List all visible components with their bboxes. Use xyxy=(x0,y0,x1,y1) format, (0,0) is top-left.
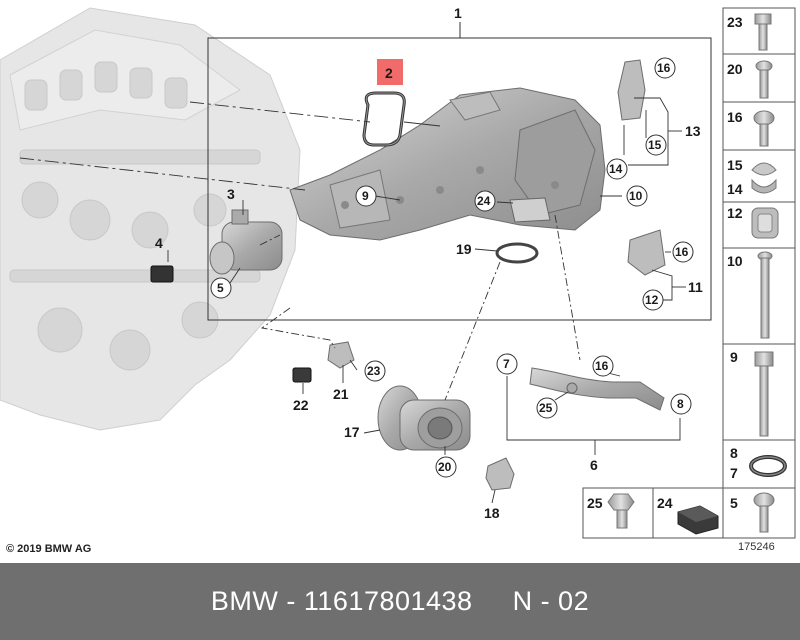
bolt-9-icon xyxy=(754,351,774,437)
label-17: 17 xyxy=(344,424,360,440)
label-10: 10 xyxy=(629,189,643,203)
side-label-24: 24 xyxy=(657,495,673,511)
label-18: 18 xyxy=(484,505,500,521)
label-21: 21 xyxy=(333,386,349,402)
label-2: 2 xyxy=(385,65,393,81)
label-16c: 16 xyxy=(595,359,609,373)
sensor-21-illustration xyxy=(327,341,355,369)
bolt-25-icon xyxy=(607,493,635,529)
label-23: 23 xyxy=(367,364,381,378)
side-part-labels: 23 20 16 15 14 12 10 9 8 7 5 25 24 xyxy=(587,14,743,511)
label-24: 24 xyxy=(477,194,491,208)
side-part-illustrations xyxy=(607,13,787,535)
bolt-23-icon xyxy=(754,13,772,51)
side-label-20: 20 xyxy=(727,61,743,77)
label-25: 25 xyxy=(539,401,553,415)
bolt-10-icon xyxy=(757,251,773,339)
side-label-7: 7 xyxy=(730,465,738,481)
leader-lines xyxy=(19,97,686,504)
label-11: 11 xyxy=(688,279,703,295)
bracket-13-illustration xyxy=(617,59,646,121)
screw-16-icon xyxy=(753,110,775,147)
label-16a: 16 xyxy=(657,61,671,75)
seal-19-illustration xyxy=(495,242,539,264)
label-14: 14 xyxy=(609,162,623,176)
clip-15-14-icon xyxy=(751,162,777,194)
label-9: 9 xyxy=(362,189,369,203)
label-22: 22 xyxy=(293,397,309,413)
o-ring-8-7-icon xyxy=(749,455,787,477)
side-label-5: 5 xyxy=(730,495,738,511)
engine-block-illustration xyxy=(0,7,301,431)
footer-text: BMW - 11617801438 N - 02 xyxy=(210,586,590,616)
connector-18-illustration xyxy=(485,457,515,491)
parts-diagram: 1 2 3 4 6 11 13 17 18 19 21 22 9 5 24 10… xyxy=(0,5,796,539)
label-6: 6 xyxy=(590,457,598,473)
highlight-marker xyxy=(377,59,403,85)
copyright-notice: © 2019 BMW AG xyxy=(6,543,92,555)
connector-4-illustration xyxy=(150,265,174,283)
connector-24-icon xyxy=(677,505,719,535)
bracket-11-illustration xyxy=(627,229,666,276)
side-label-9: 9 xyxy=(730,349,738,365)
label-4: 4 xyxy=(155,235,163,251)
label-16b: 16 xyxy=(675,245,689,259)
actuator-3-illustration xyxy=(209,209,283,275)
side-label-25: 25 xyxy=(587,495,603,511)
screw-5-icon xyxy=(753,492,775,533)
side-label-10: 10 xyxy=(727,253,743,269)
gasket-2-illustration xyxy=(362,91,406,147)
side-label-16: 16 xyxy=(727,109,743,125)
label-12: 12 xyxy=(645,293,659,307)
side-label-23: 23 xyxy=(727,14,743,30)
label-8: 8 xyxy=(677,397,684,411)
side-label-14: 14 xyxy=(727,181,743,197)
callout-labels: 1 2 3 4 6 11 13 17 18 19 21 22 xyxy=(155,5,703,521)
label-15: 15 xyxy=(648,138,662,152)
label-1: 1 xyxy=(454,5,462,21)
label-13: 13 xyxy=(685,123,701,139)
label-5: 5 xyxy=(217,281,224,295)
circled-labels xyxy=(210,57,694,478)
label-3: 3 xyxy=(227,186,235,202)
label-20: 20 xyxy=(438,460,452,474)
part-number-footer: BMW - 11617801438 N - 02 xyxy=(0,563,800,640)
bolt-20-icon xyxy=(755,60,773,99)
side-label-15: 15 xyxy=(727,157,743,173)
label-19: 19 xyxy=(456,241,472,257)
circled-label-text: 9 5 24 10 16 15 14 16 12 23 20 7 16 8 25 xyxy=(217,61,689,474)
label-7: 7 xyxy=(503,357,510,371)
grommet-12-icon xyxy=(751,207,779,239)
drawing-number: 175246 xyxy=(738,541,775,553)
intake-manifold-illustration xyxy=(289,87,606,241)
throttle-valve-17-illustration xyxy=(377,385,471,451)
connector-22-illustration xyxy=(292,367,312,383)
side-label-8: 8 xyxy=(730,445,738,461)
side-label-12: 12 xyxy=(727,205,743,221)
pipe-6-illustration xyxy=(529,367,665,411)
